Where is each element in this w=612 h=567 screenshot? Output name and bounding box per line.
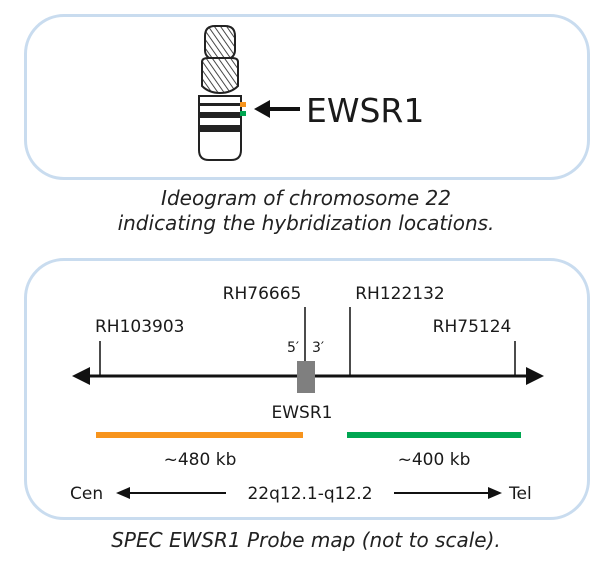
orange-probe-size: ~480 kb bbox=[164, 450, 237, 470]
green-probe-size: ~400 kb bbox=[398, 450, 471, 470]
prime-3-label: 3′ bbox=[312, 340, 324, 356]
green-probe-bar bbox=[347, 432, 521, 438]
ideogram-gene-label: EWSR1 bbox=[306, 91, 424, 130]
ideogram-panel bbox=[24, 14, 590, 180]
orange-probe-bar bbox=[96, 432, 303, 438]
probe-map-caption: SPEC EWSR1 Probe map (not to scale). bbox=[111, 528, 501, 552]
chromosome-band bbox=[200, 125, 240, 132]
marker-label: RH75124 bbox=[433, 317, 512, 337]
ewsr1-gene-box bbox=[297, 361, 315, 393]
chromosome-short-arm bbox=[204, 25, 236, 60]
tel-arrow bbox=[394, 487, 502, 499]
prime-5-label: 5′ bbox=[287, 340, 299, 356]
ideogram-caption-line1: Ideogram of chromosome 22 bbox=[161, 186, 451, 210]
band-label: 22q12.1-q12.2 bbox=[247, 484, 372, 504]
orange-signal bbox=[240, 102, 246, 107]
cen-arrow bbox=[116, 487, 226, 499]
marker-label: RH76665 bbox=[223, 284, 302, 304]
chromosome-band bbox=[200, 112, 240, 118]
ideogram-caption-line2: indicating the hybridization locations. bbox=[117, 211, 495, 235]
gene-label: EWSR1 bbox=[272, 403, 333, 423]
chromosome-ideogram bbox=[198, 25, 242, 161]
ideogram-caption: Ideogram of chromosome 22 indicating the… bbox=[0, 186, 612, 236]
green-signal bbox=[240, 111, 246, 116]
cen-label: Cen bbox=[70, 484, 103, 504]
ideogram-arrow bbox=[254, 100, 300, 118]
chromosome-band bbox=[200, 103, 240, 106]
marker-label: RH103903 bbox=[95, 317, 185, 337]
tel-label: Tel bbox=[508, 484, 532, 504]
marker-label: RH122132 bbox=[355, 284, 445, 304]
chromosome-centromere bbox=[201, 57, 239, 95]
